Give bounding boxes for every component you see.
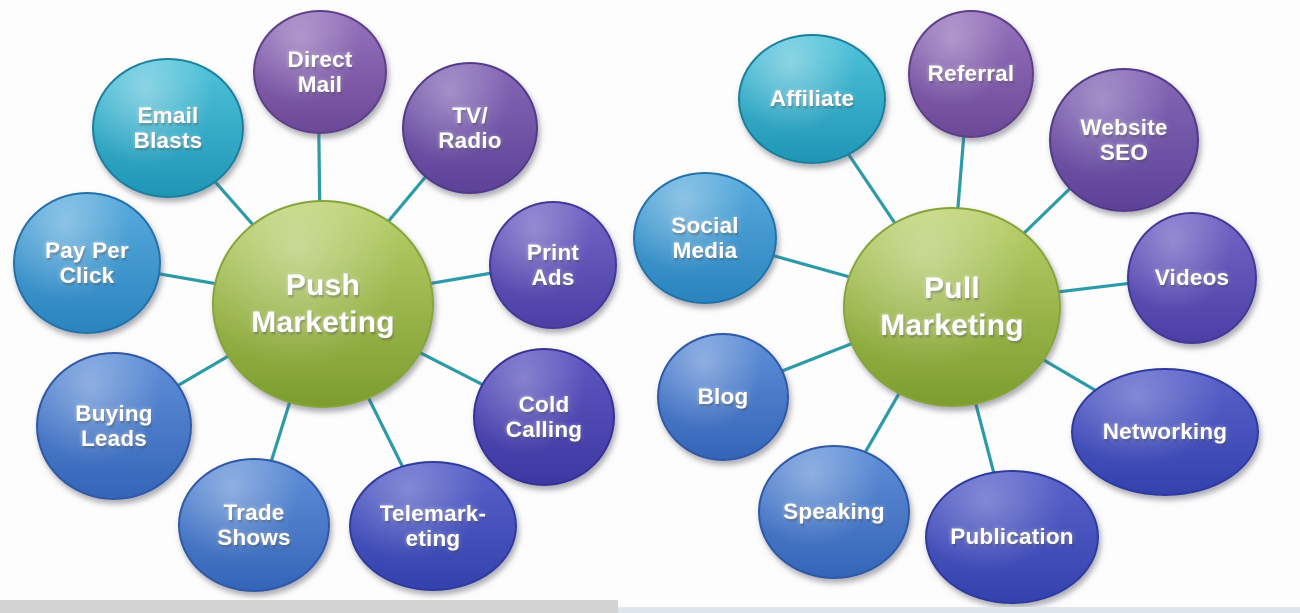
node-email-blasts: Email Blasts [92, 58, 244, 198]
node-print-ads: Print Ads [489, 201, 617, 329]
node-label: Buying Leads [75, 400, 153, 451]
node-label: TV/ Radio [438, 102, 502, 153]
node-telemarketing: Telemark- eting [349, 461, 517, 591]
node-label: Trade Shows [217, 499, 291, 550]
bottom-light-bar [618, 607, 1300, 613]
node-speaking: Speaking [758, 445, 910, 579]
hub-label: Push Marketing [251, 268, 395, 340]
node-referral: Referral [908, 10, 1034, 138]
node-buying-leads: Buying Leads [36, 352, 192, 500]
node-label: Website SEO [1080, 114, 1168, 165]
node-affiliate: Affiliate [738, 34, 886, 164]
node-pay-per-click: Pay Per Click [13, 192, 161, 334]
hub-label: Pull Marketing [880, 271, 1024, 343]
hub-push-marketing: Push Marketing [212, 200, 434, 408]
node-label: Referral [927, 61, 1015, 87]
node-videos: Videos [1127, 212, 1257, 344]
node-label: Videos [1154, 265, 1230, 291]
node-label: Networking [1102, 419, 1228, 445]
node-label: Blog [697, 384, 749, 410]
hub-pull-marketing: Pull Marketing [843, 207, 1061, 407]
node-label: Affiliate [769, 86, 855, 112]
node-label: Social Media [671, 212, 739, 263]
node-tv-radio: TV/ Radio [402, 62, 538, 194]
node-label: Speaking [783, 499, 885, 525]
node-social-media: Social Media [633, 172, 777, 304]
node-label: Email Blasts [133, 102, 203, 153]
node-website-seo: Website SEO [1049, 68, 1199, 212]
node-label: Direct Mail [287, 46, 353, 97]
node-publication: Publication [925, 470, 1099, 604]
node-label: Cold Calling [505, 391, 583, 442]
node-trade-shows: Trade Shows [178, 458, 330, 592]
node-label: Telemark- eting [379, 500, 487, 551]
node-cold-calling: Cold Calling [473, 348, 615, 486]
bottom-gray-bar [0, 600, 618, 613]
node-label: Pay Per Click [45, 237, 129, 288]
node-networking: Networking [1071, 368, 1259, 496]
node-label: Print Ads [526, 239, 580, 290]
node-label: Publication [950, 524, 1074, 550]
node-blog: Blog [657, 333, 789, 461]
node-direct-mail: Direct Mail [253, 10, 387, 134]
